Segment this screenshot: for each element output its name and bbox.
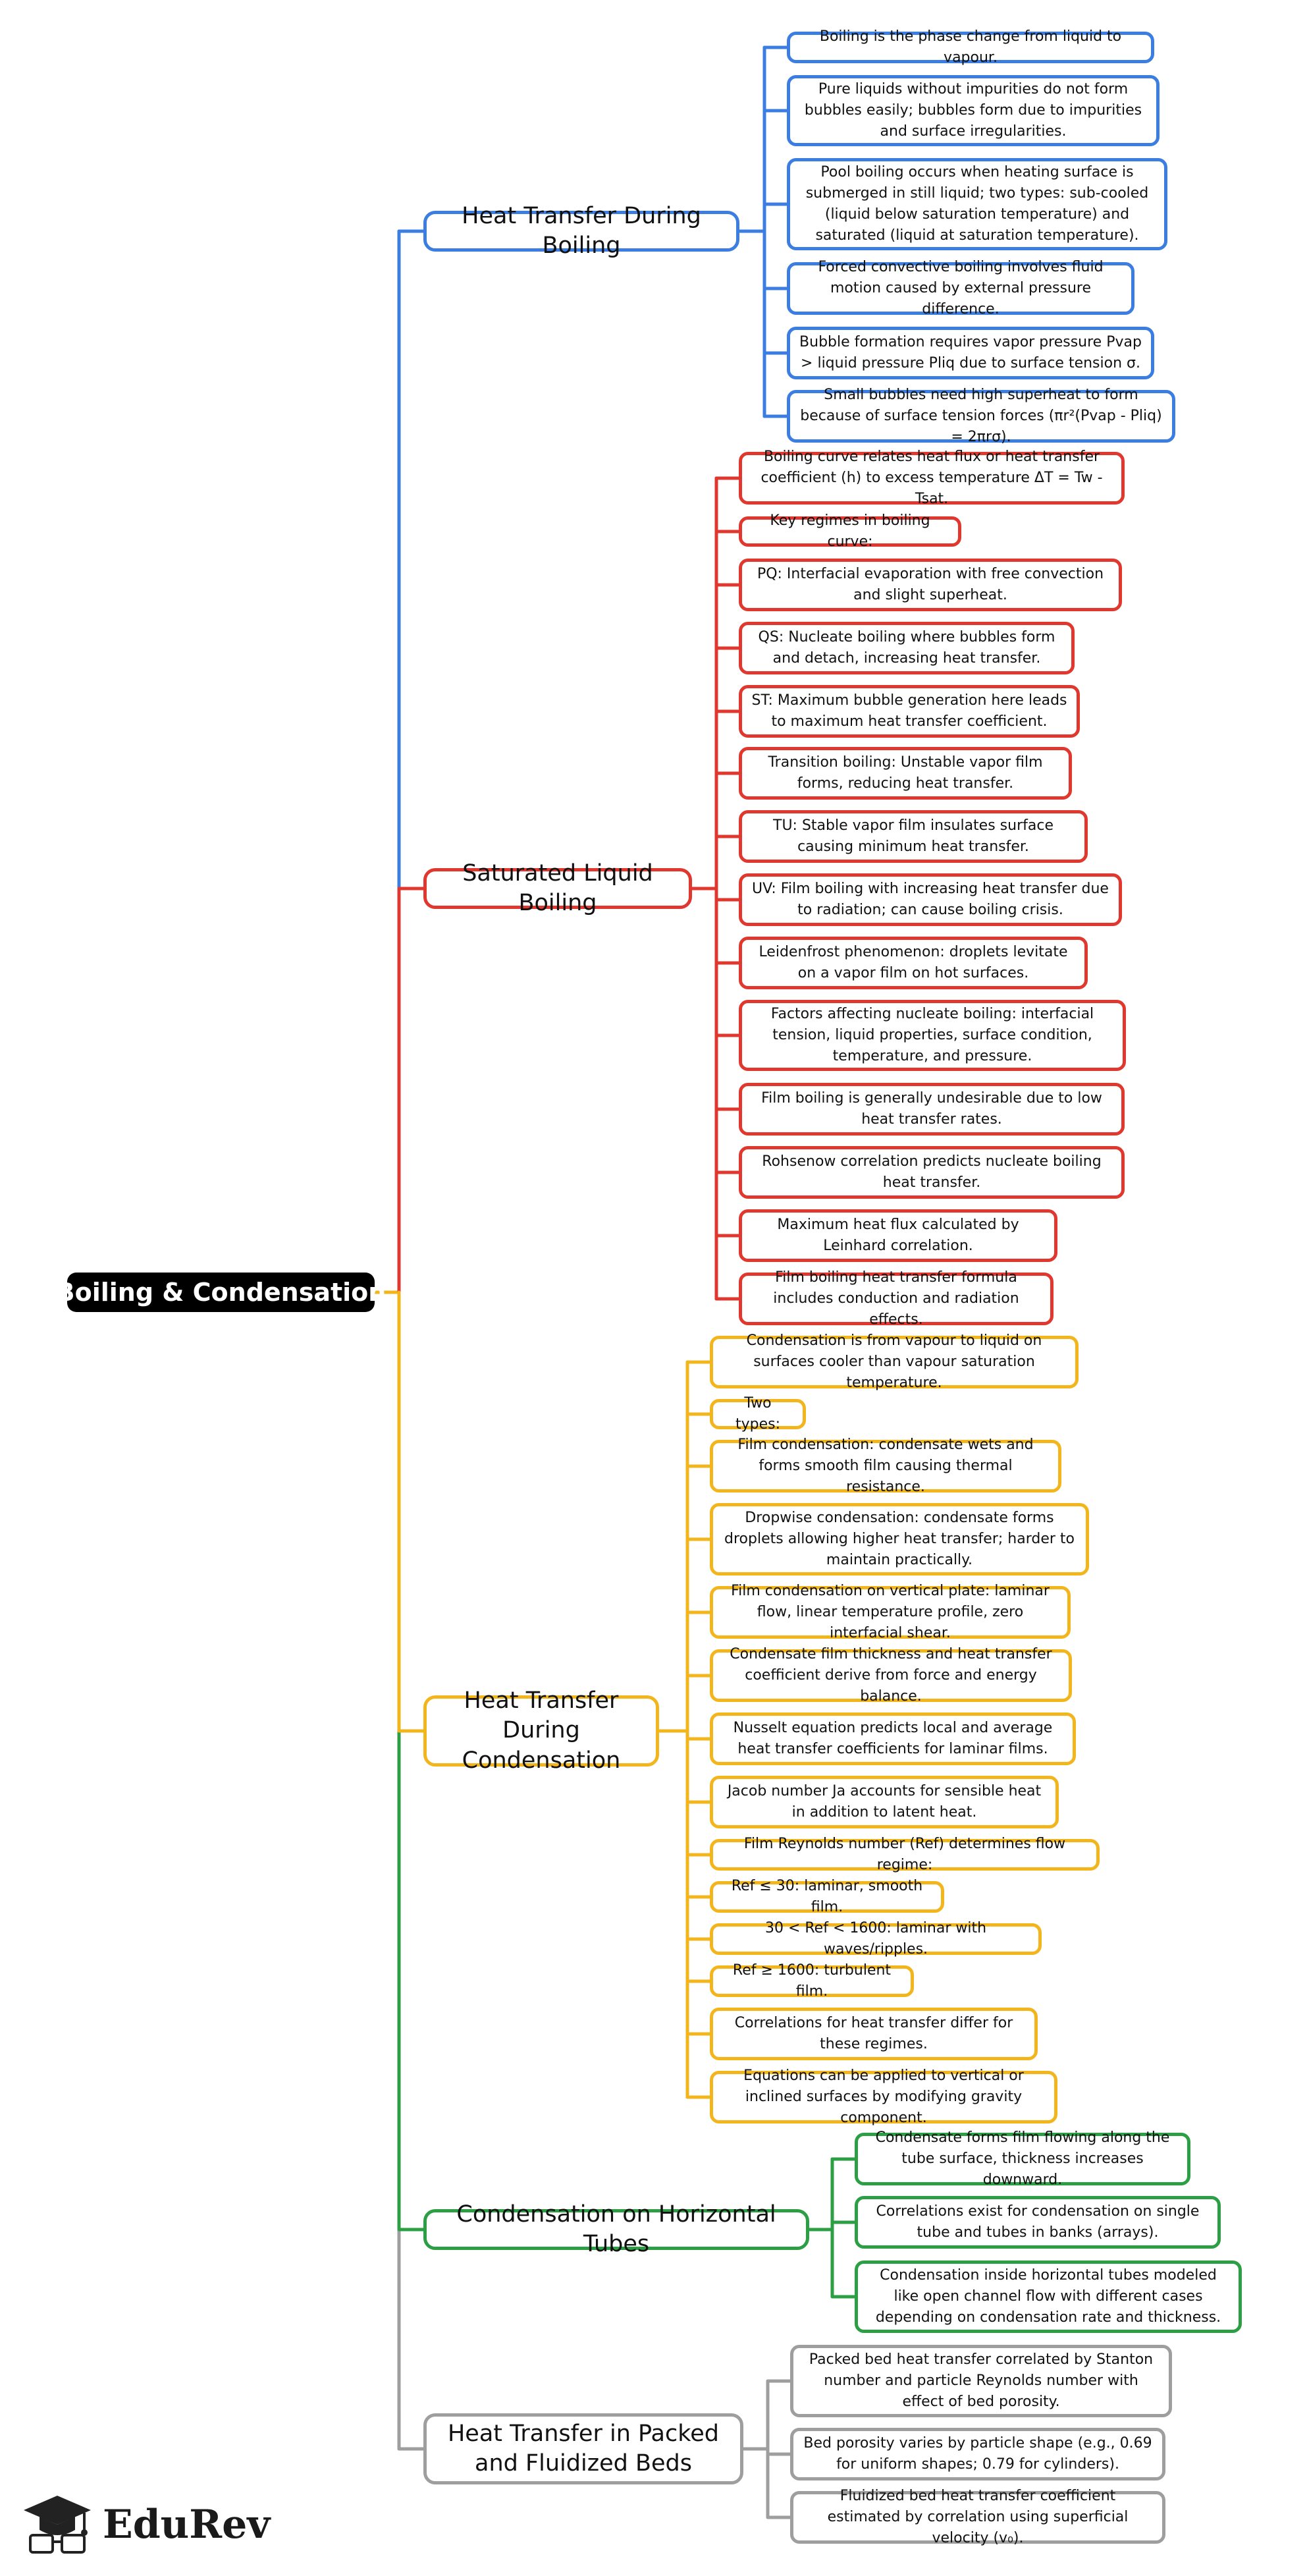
- leaf-text: ST: Maximum bubble generation here leads…: [751, 692, 1067, 730]
- leaf-text: Condensate film thickness and heat trans…: [730, 1646, 1052, 1705]
- leaf-node: Forced convective boiling involves fluid…: [787, 259, 1134, 317]
- leaf-node: Correlations for heat transfer differ fo…: [710, 2008, 1038, 2060]
- leaf-node: 30 < Ref < 1600: laminar with waves/ripp…: [710, 1920, 1042, 1958]
- leaf-node: Factors affecting nucleate boiling: inte…: [739, 1000, 1126, 1071]
- leaf-text: Film condensation on vertical plate: lam…: [731, 1583, 1050, 1641]
- leaf-text: Factors affecting nucleate boiling: inte…: [770, 1006, 1094, 1064]
- leaf-node: Film condensation on vertical plate: lam…: [710, 1583, 1071, 1641]
- leaf-node: Fluidized bed heat transfer coefficient …: [790, 2488, 1165, 2546]
- leaf-text: 30 < Ref < 1600: laminar with waves/ripp…: [764, 1920, 987, 1958]
- leaf-text: Ref ≤ 30: laminar, smooth film.: [731, 1878, 923, 1915]
- graduation-cap-icon: [24, 2496, 91, 2554]
- leaf-node: Boiling is the phase change from liquid …: [787, 28, 1154, 66]
- leaf-text: Condensation inside horizontal tubes mod…: [875, 2267, 1221, 2326]
- leaf-node: Boiling curve relates heat flux or heat …: [739, 449, 1125, 507]
- branch-heat-transfer-in-packed-and-fluidized-beds: Heat Transfer in Packed and Fluidized Be…: [423, 2413, 743, 2484]
- branch-label: Saturated Liquid Boiling: [462, 860, 653, 917]
- leaf-text: Nusselt equation predicts local and aver…: [733, 1720, 1053, 1757]
- leaf-node: Ref ≤ 30: laminar, smooth film.: [710, 1878, 944, 1915]
- leaf-text: Film boiling is generally undesirable du…: [761, 1090, 1102, 1128]
- leaf-text: Boiling is the phase change from liquid …: [819, 28, 1122, 66]
- leaf-node: Film boiling is generally undesirable du…: [739, 1083, 1125, 1136]
- leaf-node: Dropwise condensation: condensate forms …: [710, 1503, 1089, 1576]
- branch-saturated-liquid-boiling: Saturated Liquid Boiling: [423, 860, 692, 916]
- leaf-text: Correlations for heat transfer differ fo…: [734, 2015, 1013, 2052]
- leaf-text: Small bubbles need high superheat to for…: [800, 387, 1162, 445]
- leaf-node: Film Reynolds number (Ref) determines fl…: [710, 1836, 1100, 1873]
- leaf-node: Maximum heat flux calculated by Leinhard…: [739, 1209, 1057, 1262]
- leaf-node: ST: Maximum bubble generation here leads…: [739, 685, 1080, 738]
- leaf-node: Rohsenow correlation predicts nucleate b…: [739, 1146, 1125, 1199]
- branch-label: Condensation on Horizontal Tubes: [456, 2201, 776, 2258]
- branch-condensation-on-horizontal-tubes: Condensation on Horizontal Tubes: [423, 2201, 809, 2257]
- leaf-text: Ref ≥ 1600: turbulent film.: [732, 1962, 892, 2000]
- leaf-text: Pure liquids without impurities do not f…: [804, 81, 1142, 140]
- leaf-node: Correlations exist for condensation on s…: [855, 2196, 1221, 2249]
- leaf-text: Jacob number Ja accounts for sensible he…: [727, 1783, 1042, 1821]
- leaf-text: PQ: Interfacial evaporation with free co…: [757, 566, 1104, 603]
- branch-label: Heat Transfer During Condensation: [462, 1687, 621, 1774]
- root-node: Boiling & Condensation: [56, 1273, 386, 1312]
- leaf-text: Condensation is from vapour to liquid on…: [746, 1332, 1042, 1391]
- leaf-text: Transition boiling: Unstable vapor film …: [768, 754, 1043, 792]
- leaf-node: Transition boiling: Unstable vapor film …: [739, 747, 1072, 800]
- root-label: Boiling & Condensation: [55, 1278, 387, 1307]
- leaf-node: Bed porosity varies by particle shape (e…: [790, 2428, 1165, 2480]
- leaf-node: Leidenfrost phenomenon: droplets levitat…: [739, 937, 1088, 989]
- leaf-text: Rohsenow correlation predicts nucleate b…: [762, 1153, 1102, 1191]
- leaf-text: Condensate forms film flowing along the …: [875, 2129, 1170, 2188]
- leaf-text: Film boiling heat transfer formula inclu…: [773, 1269, 1019, 1328]
- leaf-text: UV: Film boiling with increasing heat tr…: [752, 881, 1109, 918]
- leaf-node: Packed bed heat transfer correlated by S…: [790, 2345, 1172, 2417]
- leaf-text: Boiling curve relates heat flux or heat …: [760, 449, 1103, 507]
- branch-heat-transfer-during-condensation: Heat Transfer During Condensation: [423, 1687, 659, 1774]
- leaf-text: Bubble formation requires vapor pressure…: [799, 334, 1142, 371]
- leaf-text: Bed porosity varies by particle shape (e…: [803, 2435, 1152, 2473]
- branch-label: Heat Transfer in Packed and Fluidized Be…: [447, 2420, 720, 2477]
- leaf-text: QS: Nucleate boiling where bubbles form …: [758, 629, 1055, 667]
- leaf-node: Bubble formation requires vapor pressure…: [787, 327, 1154, 379]
- leaf-text: Dropwise condensation: condensate forms …: [724, 1510, 1075, 1568]
- leaf-node: Pure liquids without impurities do not f…: [787, 75, 1160, 146]
- leaf-node: Film boiling heat transfer formula inclu…: [739, 1269, 1054, 1328]
- leaf-text: Key regimes in boiling curve:: [770, 512, 930, 550]
- leaf-node: Condensation inside horizontal tubes mod…: [855, 2261, 1242, 2333]
- leaf-text: Leidenfrost phenomenon: droplets levitat…: [759, 944, 1068, 981]
- leaf-node: UV: Film boiling with increasing heat tr…: [739, 873, 1122, 926]
- leaf-node: Nusselt equation predicts local and aver…: [710, 1713, 1076, 1765]
- leaf-text: Two types:: [735, 1395, 781, 1433]
- leaf-node: Condensate film thickness and heat trans…: [710, 1646, 1072, 1705]
- leaf-node: Ref ≥ 1600: turbulent film.: [710, 1962, 914, 2000]
- branch-label: Heat Transfer During Boiling: [462, 202, 701, 260]
- leaf-node: Two types:: [710, 1395, 806, 1433]
- leaf-node: TU: Stable vapor film insulates surface …: [739, 810, 1088, 863]
- leaf-text: Film Reynolds number (Ref) determines fl…: [743, 1836, 1066, 1873]
- leaf-node: Pool boiling occurs when heating surface…: [787, 158, 1167, 250]
- brand-logo: EduRev: [21, 2488, 270, 2561]
- leaf-text: Maximum heat flux calculated by Leinhard…: [777, 1217, 1019, 1254]
- leaf-text: Packed bed heat transfer correlated by S…: [809, 2351, 1154, 2410]
- leaf-text: Pool boiling occurs when heating surface…: [805, 164, 1149, 244]
- leaf-text: Forced convective boiling involves fluid…: [818, 259, 1104, 317]
- leaf-node: Jacob number Ja accounts for sensible he…: [710, 1776, 1059, 1828]
- leaf-text: TU: Stable vapor film insulates surface …: [773, 817, 1054, 855]
- leaf-text: Film condensation: condensate wets and f…: [737, 1437, 1034, 1495]
- leaf-node: Equations can be applied to vertical or …: [710, 2068, 1057, 2126]
- leaf-node: Film condensation: condensate wets and f…: [710, 1437, 1061, 1495]
- leaf-node: QS: Nucleate boiling where bubbles form …: [739, 622, 1075, 674]
- brand-name: EduRev: [103, 2502, 271, 2548]
- leaf-node: Key regimes in boiling curve:: [739, 512, 961, 550]
- leaf-node: Condensation is from vapour to liquid on…: [710, 1332, 1079, 1391]
- leaf-text: Correlations exist for condensation on s…: [876, 2203, 1200, 2241]
- leaf-text: Fluidized bed heat transfer coefficient …: [827, 2488, 1129, 2546]
- leaf-node: Condensate forms film flowing along the …: [855, 2129, 1190, 2188]
- leaf-text: Equations can be applied to vertical or …: [743, 2068, 1024, 2126]
- leaf-node: PQ: Interfacial evaporation with free co…: [739, 559, 1122, 611]
- leaf-node: Small bubbles need high superheat to for…: [787, 387, 1175, 445]
- branch-heat-transfer-during-boiling: Heat Transfer During Boiling: [423, 203, 739, 259]
